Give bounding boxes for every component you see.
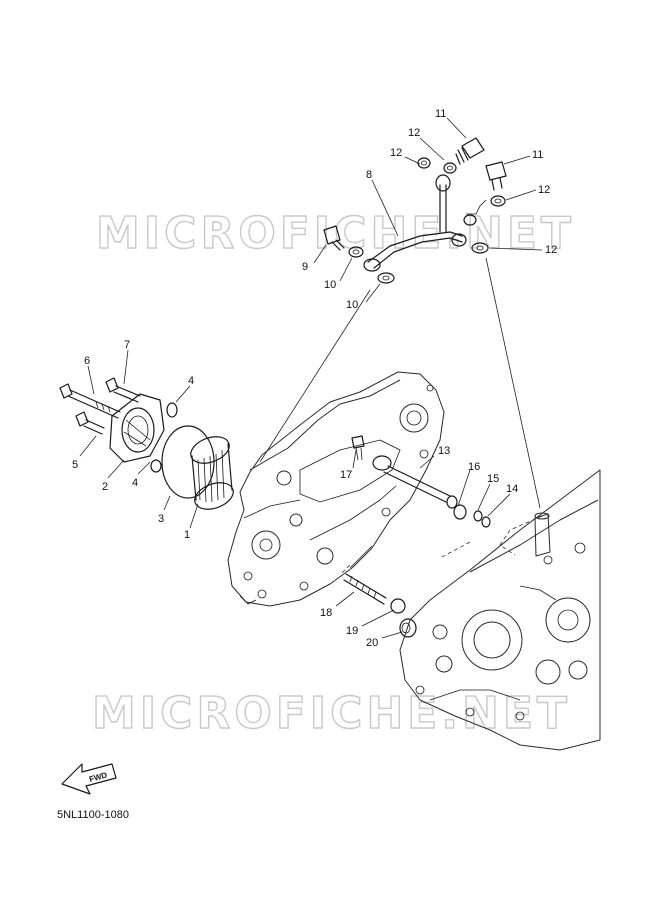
callout-4-bottom: 4	[132, 477, 138, 489]
callout-10-b: 10	[346, 299, 358, 311]
callout-10-a: 10	[324, 279, 336, 291]
o-rings	[150, 402, 215, 499]
left-crankcase	[227, 371, 445, 607]
callout-7: 7	[124, 339, 130, 351]
callout-6: 6	[84, 355, 90, 367]
callout-9: 9	[302, 261, 308, 273]
watermark-top: MICROFICHE.NET	[96, 208, 575, 259]
callout-17: 17	[340, 469, 352, 481]
diagram-code: 5NL1100-1080	[57, 809, 129, 821]
callout-18: 18	[320, 607, 332, 619]
leader-lines	[79, 117, 543, 639]
callout-12-b: 12	[390, 147, 402, 159]
fwd-arrow-icon: FWD	[61, 763, 117, 795]
callout-13: 13	[438, 445, 450, 457]
callout-3: 3	[158, 513, 164, 525]
watermark-bottom: MICROFICHE.NET	[92, 688, 571, 739]
union-bolts	[323, 137, 507, 461]
callout-20: 20	[366, 637, 378, 649]
callout-4-top: 4	[188, 375, 194, 387]
callout-11-top: 11	[435, 108, 446, 120]
callout-14: 14	[506, 483, 518, 495]
callout-8: 8	[366, 169, 372, 181]
reference-lines	[339, 515, 543, 576]
callout-16: 16	[468, 461, 480, 473]
callouts: 11 12 12 11 12 12 8 9 10 10 6 7 4 5 2 4 …	[72, 108, 557, 649]
callout-19: 19	[346, 625, 358, 637]
callout-5: 5	[72, 459, 78, 471]
callout-15: 15	[487, 473, 499, 485]
washers	[348, 157, 506, 284]
callout-11-right: 11	[532, 149, 543, 161]
oil-pipe-assembly	[372, 455, 491, 528]
callout-12-d: 12	[545, 244, 557, 256]
oil-delivery-pipe	[363, 174, 487, 272]
right-crankcase	[399, 469, 601, 751]
fwd-label: FWD	[88, 770, 108, 783]
relief-valve-parts	[343, 573, 417, 638]
callout-1: 1	[184, 529, 190, 541]
callout-12-a: 12	[408, 127, 420, 139]
oil-filter-element	[190, 436, 234, 510]
callout-12-c: 12	[538, 184, 550, 196]
callout-2: 2	[102, 481, 108, 493]
filter-cover-assembly	[59, 377, 165, 463]
